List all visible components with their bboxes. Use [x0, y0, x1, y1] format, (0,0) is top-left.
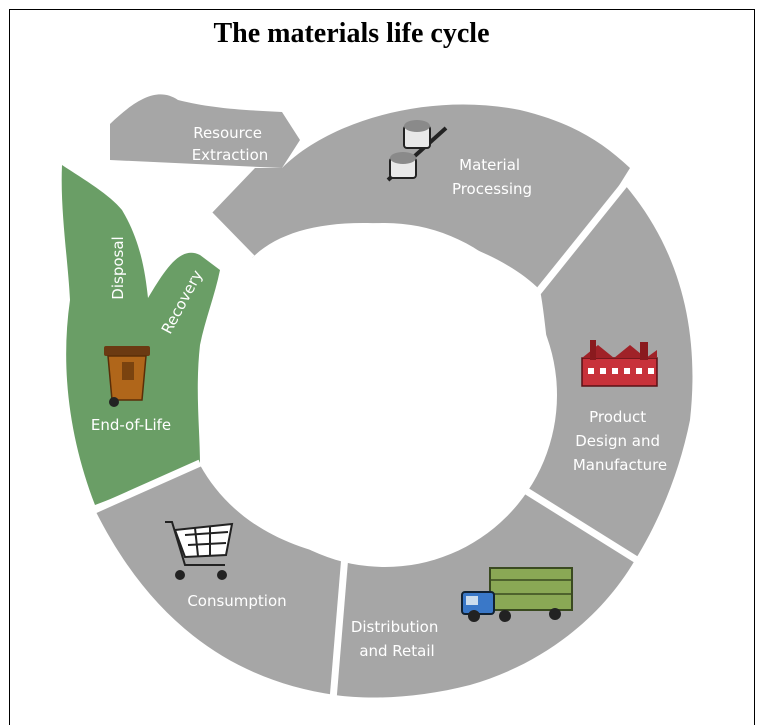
page-title: The materials life cycle [213, 18, 490, 49]
ore-carts-icon [386, 120, 448, 182]
label-consumption: Consumption [187, 592, 286, 610]
segment-material-processing [210, 104, 630, 290]
segment-end-of-life [61, 165, 220, 505]
segment-consumption [95, 465, 345, 695]
label-material-processing: Material Processing [452, 156, 532, 198]
label-disposal: Disposal [109, 236, 127, 299]
factory-icon [581, 340, 658, 387]
label-resource-extraction: Resource Extraction [192, 124, 269, 164]
inner-circle [213, 223, 557, 567]
label-end-of-life: End-of-Life [91, 416, 171, 434]
label-product-design: Product Design and Manufacture [573, 408, 667, 474]
label-distribution: Distribution and Retail [351, 618, 443, 660]
trash-bin-icon [104, 346, 150, 407]
segment-separators [88, 177, 642, 701]
segment-resource-extraction [110, 94, 300, 168]
truck-icon [461, 567, 573, 622]
shopping-cart-icon [165, 521, 234, 580]
